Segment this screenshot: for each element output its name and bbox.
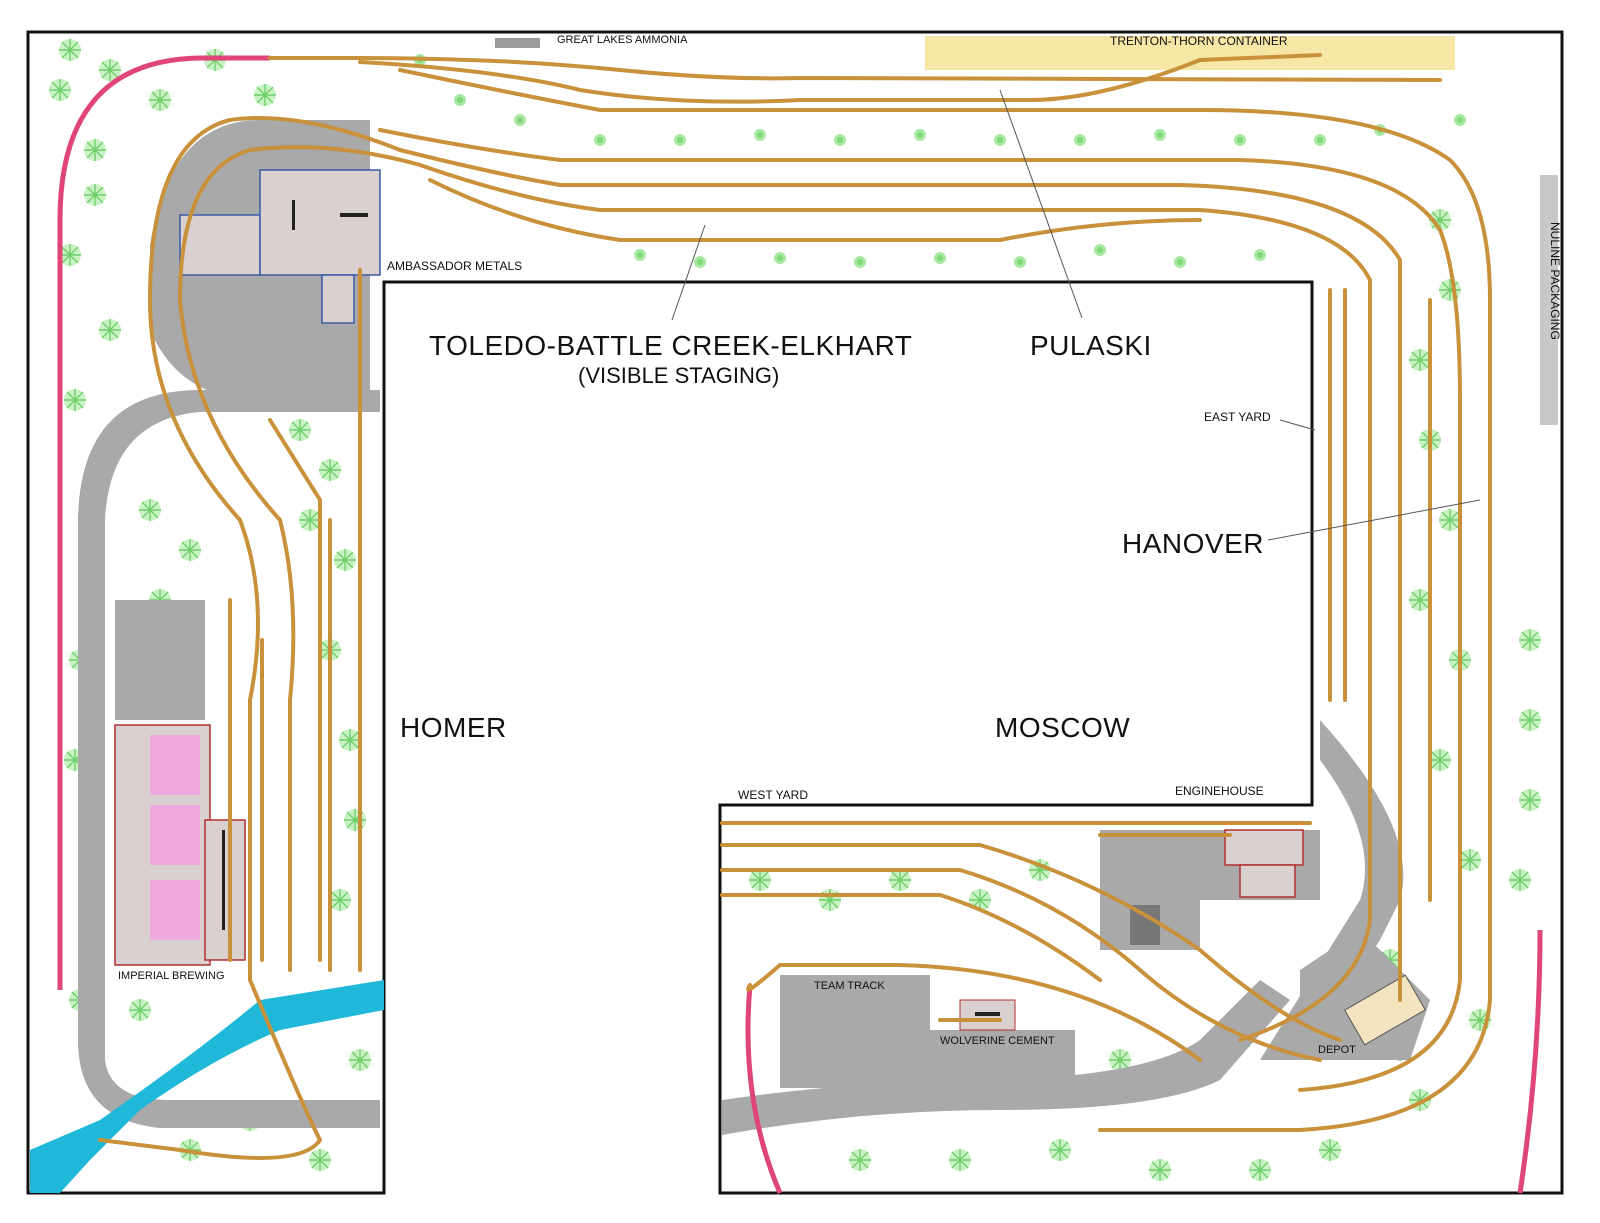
- great-lakes-ammonia-label: GREAT LAKES AMMONIA: [557, 34, 688, 46]
- depot-label: DEPOT: [1318, 1044, 1356, 1056]
- ambassador-metals-label: AMBASSADOR METALS: [387, 259, 523, 273]
- homer-label: HOMER: [400, 712, 507, 743]
- leader-lines: [671, 89, 1481, 541]
- staging-title: TOLEDO-BATTLE CREEK-ELKHART: [429, 330, 913, 361]
- imperial-brewing-label: IMPERIAL BREWING: [118, 970, 225, 982]
- ambassador-metals-building: [179, 169, 381, 324]
- wolverine-cement-label: WOLVERINE CEMENT: [940, 1035, 1055, 1047]
- track-network: [98, 53, 1492, 1160]
- great-lakes-ammonia-building: [495, 38, 540, 48]
- team-track-label: TEAM TRACK: [814, 980, 885, 992]
- hanover-label: HANOVER: [1122, 528, 1264, 559]
- mainline-hidden: [57, 55, 1543, 1194]
- trenton-thorn-label: TRENTON-THORN CONTAINER: [1110, 34, 1288, 48]
- nuline-packaging-building: [1540, 175, 1558, 425]
- nuline-packaging-label: NULINE PACKAGING: [1548, 222, 1562, 340]
- west-yard-label: WEST YARD: [738, 788, 809, 802]
- river: [30, 980, 384, 1193]
- enginehouse-building: [1130, 829, 1304, 945]
- enginehouse-label: ENGINEHOUSE: [1175, 784, 1264, 798]
- depot-building: [1344, 974, 1426, 1046]
- pulaski-label: PULASKI: [1030, 330, 1152, 361]
- staging-subtitle: (VISIBLE STAGING): [578, 363, 780, 388]
- wolverine-cement-building: [959, 999, 1016, 1031]
- moscow-label: MOSCOW: [995, 712, 1131, 743]
- east-yard-label: EAST YARD: [1204, 410, 1271, 424]
- imperial-brewing-building: [114, 724, 246, 966]
